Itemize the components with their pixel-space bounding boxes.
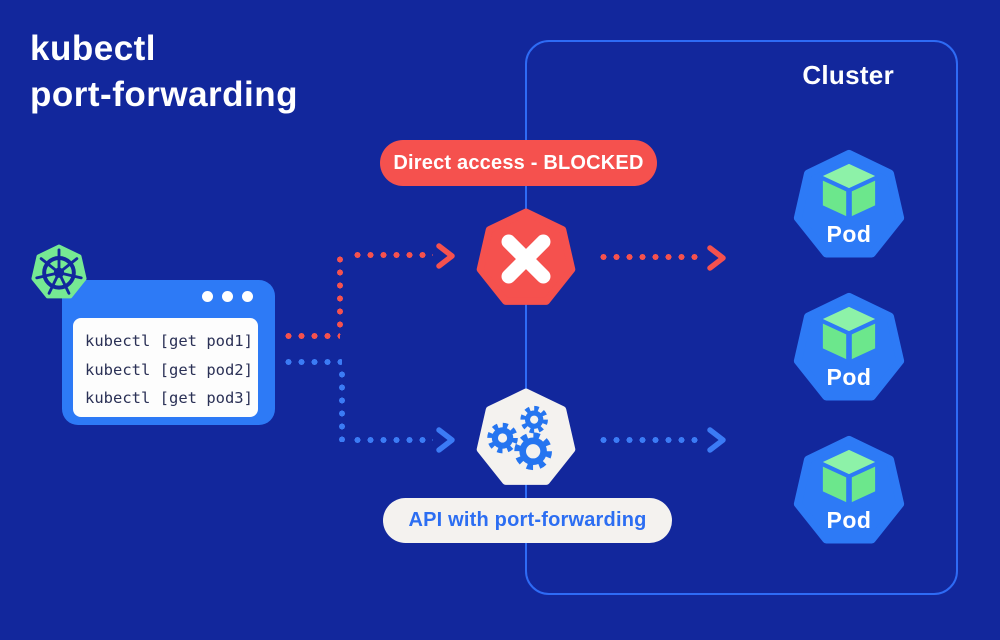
api-heptagon-icon: [476, 388, 576, 485]
red-arrowhead-icon: [436, 243, 455, 269]
pod-label: Pod: [826, 364, 872, 390]
blue-arrowhead-icon: [707, 427, 726, 453]
pod-heptagon-icon: [793, 149, 905, 258]
page-title-line1: kubectl: [30, 29, 157, 68]
pod-1: Pod: [790, 147, 908, 261]
red-dotted-line-to-pod: [597, 254, 701, 260]
api-badge: API with port-forwarding: [383, 498, 672, 543]
kubernetes-logo-icon: [31, 244, 87, 299]
pod-label: Pod: [826, 507, 872, 533]
blocked-heptagon-icon: [476, 208, 576, 305]
cube-icon: [822, 163, 876, 217]
red-dotted-line-up: [337, 253, 343, 335]
blue-arrowhead-icon: [436, 427, 455, 453]
blue-dotted-line-down: [339, 368, 345, 442]
blue-dotted-line-from-terminal: [282, 359, 342, 365]
pod-3: Pod: [790, 433, 908, 547]
terminal-command: kubectl [get pod2]: [85, 360, 253, 379]
pod-heptagon-icon: [793, 435, 905, 544]
blue-dotted-line-to-pod: [597, 437, 701, 443]
api-badge-label: API with port-forwarding: [408, 509, 647, 531]
window-dots-icon: [202, 291, 253, 302]
cluster-label: Cluster: [802, 60, 894, 90]
red-arrowhead-icon: [707, 245, 726, 271]
pod-heptagon-icon: [793, 292, 905, 401]
cube-icon: [822, 449, 876, 503]
terminal-code-box: kubectl [get pod1] kubectl [get pod2] ku…: [73, 318, 258, 417]
terminal-command: kubectl [get pod3]: [85, 389, 253, 407]
page-title: kubectl port-forwarding: [30, 26, 298, 118]
red-dotted-line-to-block: [351, 252, 433, 258]
terminal-command: kubectl [get pod1]: [85, 332, 253, 350]
cube-icon: [822, 306, 876, 360]
pod-label: Pod: [826, 221, 872, 247]
terminal-window: kubectl [get pod1] kubectl [get pod2] ku…: [62, 280, 275, 425]
page-title-line2: port-forwarding: [30, 75, 299, 114]
x-cross-icon: [501, 234, 551, 284]
red-dotted-line-from-terminal: [282, 333, 340, 339]
blue-dotted-line-to-api: [351, 437, 433, 443]
pod-2: Pod: [790, 290, 908, 404]
blocked-badge-label: Direct access - BLOCKED: [393, 151, 644, 174]
cluster-box: Cluster: [525, 40, 958, 595]
blocked-badge: Direct access - BLOCKED: [380, 140, 657, 186]
